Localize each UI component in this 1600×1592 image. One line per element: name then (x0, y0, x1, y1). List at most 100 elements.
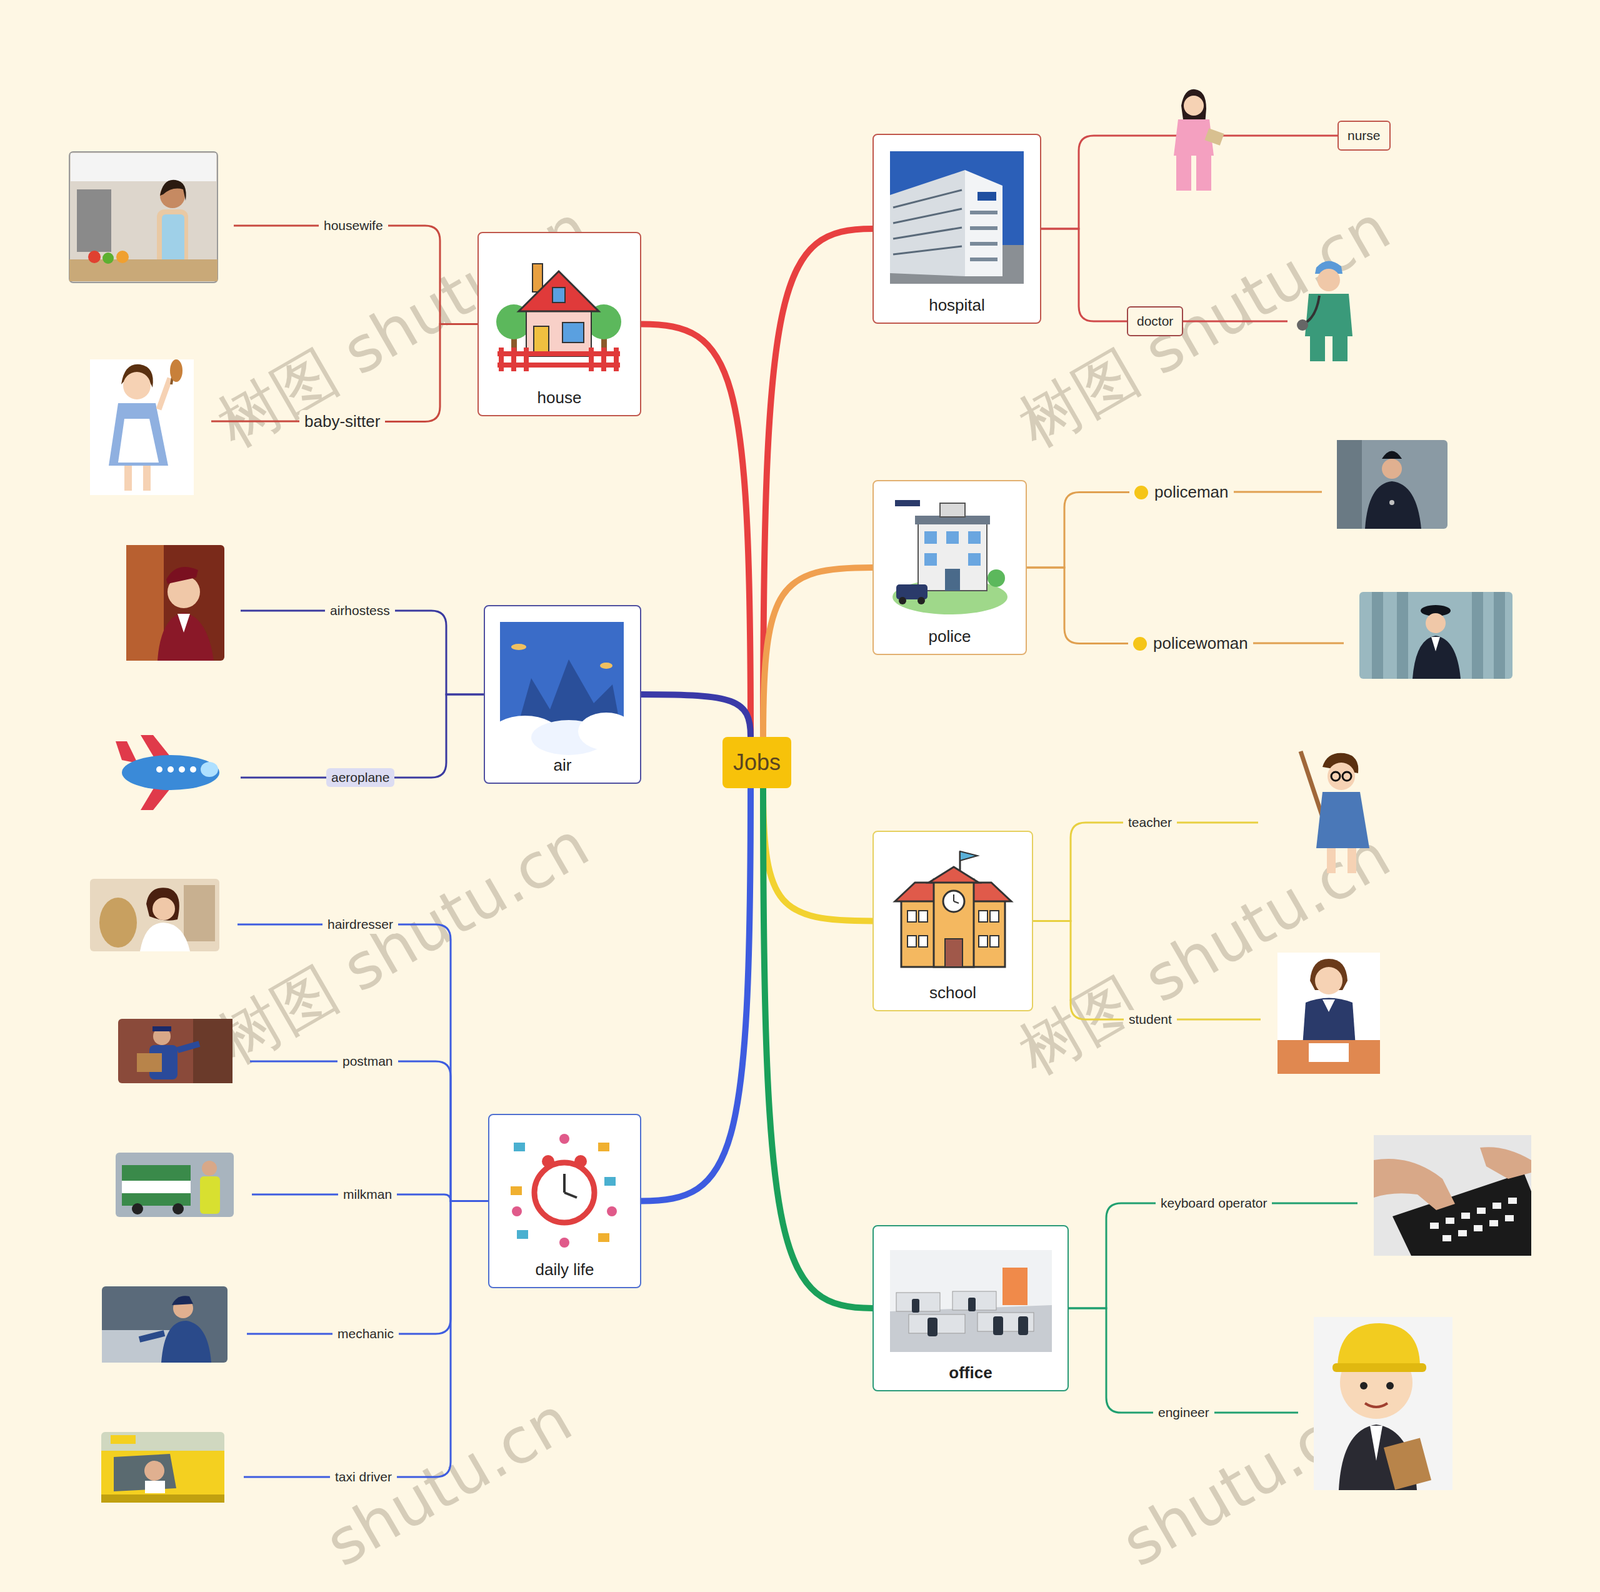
branch-line (641, 788, 751, 1202)
branch-line (388, 225, 478, 325)
policeman-photo-part (1336, 440, 1362, 529)
police-station-icon-part (940, 503, 965, 517)
aeroplane-cartoon-part (115, 741, 138, 764)
branch-line (398, 1061, 489, 1202)
hospital-photo-part-part (970, 257, 998, 262)
doctor-cartoon-part (1332, 335, 1348, 362)
category-box: house (477, 231, 642, 417)
milkman-photo-part (121, 1165, 191, 1181)
aeroplane-cartoon-part (156, 766, 197, 773)
node-text: police (928, 626, 972, 647)
police-station-icon-part-part (968, 553, 981, 566)
keyboard-photo-part (1373, 1158, 1455, 1210)
school-icon-part-part (907, 935, 917, 947)
job-label: keyboard operator (1155, 1193, 1272, 1213)
policeman-photo-part (1389, 500, 1395, 505)
policewoman-photo-part-part (1396, 591, 1409, 679)
hospital-photo-part (965, 170, 1003, 277)
house-icon-part (518, 271, 599, 312)
milkman-photo-part (201, 1160, 217, 1176)
job-label: airhostess (325, 601, 395, 620)
hospital-photo-part-part (893, 246, 962, 255)
keyboard-photo-part-part (1445, 1217, 1455, 1224)
branch-line (395, 610, 484, 695)
hairdresser-photo-part (146, 887, 180, 920)
branch-line (385, 324, 478, 422)
policewoman-photo-part (1371, 591, 1505, 679)
keyboard-photo-part-part (1492, 1202, 1502, 1209)
housewife-photo-part (160, 180, 187, 201)
keyboard-photo-part-part (1473, 1225, 1483, 1232)
school-icon-part-part (978, 910, 988, 922)
house-icon-part-part (588, 347, 594, 372)
mechanic-photo-part (101, 1330, 171, 1363)
police-station-icon-part-part (968, 531, 981, 544)
housewife-photo-part (102, 252, 114, 264)
category-box: police (872, 480, 1027, 655)
category-backgrounds-part (872, 1225, 1069, 1392)
school-icon-part-part (990, 910, 999, 922)
sky-picture-part (511, 643, 527, 650)
branch-line (1041, 228, 1127, 322)
hairdresser-photo-part (152, 897, 175, 920)
branch-line (763, 567, 873, 737)
clock-icon-part-part (598, 1233, 610, 1242)
node-text: student (1128, 1011, 1172, 1027)
node-text: taxi driver (335, 1469, 392, 1485)
keyboard-photo-part-part (1508, 1197, 1517, 1204)
aeroplane-cartoon-part (121, 755, 220, 790)
clock-icon-part (511, 1133, 617, 1248)
doctor-cartoon-part (1303, 295, 1320, 324)
school-icon-part (928, 866, 979, 883)
mechanic-photo-part (171, 1295, 194, 1305)
keyboard-photo-part-part (1442, 1235, 1452, 1242)
milkman-photo (115, 1152, 234, 1217)
aeroplane-cartoon (115, 735, 220, 810)
nurse-cartoon-part (1176, 154, 1192, 191)
job-label: policewoman (1128, 631, 1254, 655)
mechanic-photo-part (161, 1320, 212, 1363)
job-label: engineer (1153, 1403, 1215, 1422)
babysitter-cartoon-part (108, 403, 169, 466)
house-icon (496, 263, 622, 372)
engineer-cartoon-part (1313, 1316, 1453, 1490)
mechanic-photo (101, 1286, 228, 1363)
house-icon-part (562, 322, 584, 343)
clock-icon-part (513, 1142, 616, 1239)
node-text: aeroplane (331, 770, 390, 785)
branch-line (396, 1201, 489, 1478)
category-box: school (872, 830, 1034, 1012)
school-icon (895, 851, 1012, 967)
node-text: policewoman (1153, 633, 1249, 654)
babysitter-cartoon-part (118, 418, 159, 463)
clock-icon-part-part (511, 1206, 522, 1217)
housewife-photo-part (88, 250, 101, 264)
taxi-photo-part (145, 1480, 165, 1494)
school-icon-part (907, 910, 999, 947)
police-station-icon-part (896, 584, 928, 600)
postman-photo (118, 1018, 233, 1084)
nurse-cartoon-part (1204, 128, 1224, 146)
keyboard-photo-part (1373, 1135, 1532, 1256)
housewife-photo-part (69, 151, 218, 283)
clock-icon-part-part (598, 1142, 610, 1152)
hairdresser-photo-part (140, 922, 190, 952)
hairdresser-photo-part (90, 878, 220, 952)
engineer-cartoon-part (1332, 1363, 1427, 1372)
engineer-cartoon (1313, 1316, 1453, 1490)
category-box: daily life (488, 1113, 642, 1289)
teacher-cartoon-part (1347, 848, 1357, 874)
office-photo (890, 1242, 1052, 1352)
airhostess-photo-part (177, 613, 190, 633)
branch-line (763, 788, 873, 1309)
office-photo-part-part (927, 1317, 938, 1337)
branch-line (763, 788, 873, 922)
category-box: hospital (872, 133, 1042, 324)
hospital-photo-part (893, 190, 962, 255)
school-icon-part-part (918, 910, 928, 922)
housewife-photo (69, 151, 218, 283)
school-icon-part-part (918, 935, 928, 947)
policewoman-photo-part (1431, 636, 1440, 652)
